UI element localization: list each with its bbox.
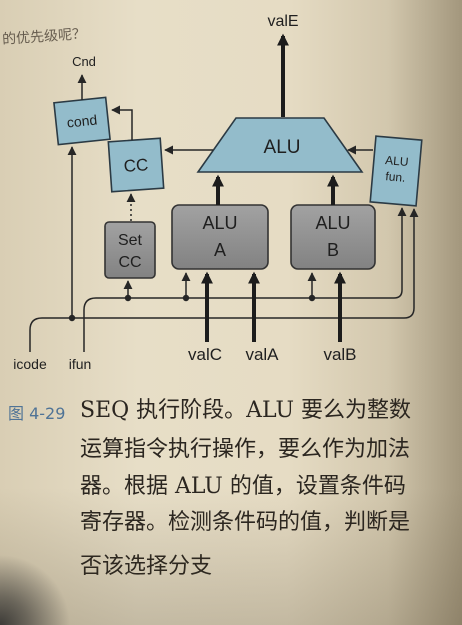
alu-a-block: ALU A [171, 204, 269, 270]
set-cc-label-line1: Set [118, 232, 143, 249]
alu-block: ALU [196, 117, 364, 173]
alu-b-label-line2: B [327, 240, 339, 260]
cc-label: CC [123, 155, 149, 176]
junction-dot-set-cc [124, 294, 132, 302]
alu-a-label-line2: A [214, 240, 226, 260]
seq-execute-diagram: valE ALU ALU fun. CC cond Cnd Set CC ALU… [13, 13, 423, 372]
cnd-output-label: Cnd [72, 54, 96, 69]
junction-dot-cond [68, 314, 76, 322]
alu-fun-label-line2: fun. [385, 169, 406, 185]
alu-a-label-line1: ALU [202, 213, 237, 233]
caption-line-1: SEQ 执行阶段。ALU 要么为整数 [80, 398, 411, 423]
icode-label: icode [13, 356, 47, 372]
alu-fun-label-line1: ALU [385, 153, 409, 169]
caption-line-5: 否该选择分支 [80, 554, 213, 579]
cond-block: cond [53, 96, 111, 146]
alu-label: ALU [264, 137, 301, 158]
figure-number: 图 4-29 [8, 404, 66, 423]
alu-b-block: ALU B [290, 204, 376, 270]
cc-to-cond-wire [111, 105, 133, 140]
set-cc-block: Set CC [104, 221, 156, 279]
cond-label: cond [66, 111, 98, 130]
valc-label: valC [188, 345, 222, 364]
valb-label: valB [323, 345, 356, 364]
caption-line-4: 寄存器。检测条件码的值，判断是 [80, 510, 411, 535]
vala-label: valA [245, 345, 279, 364]
ifun-label: ifun [69, 356, 92, 372]
alu-fun-block: ALU fun. [369, 135, 423, 207]
caption-line-2: 运算指令执行操作，要么作为加法 [80, 437, 411, 462]
junction-dot-alu-b [308, 294, 316, 302]
set-cc-label-line2: CC [118, 254, 141, 271]
caption-line-3: 器。根据 ALU 的值，设置条件码 [80, 474, 406, 499]
vale-output-label: valE [267, 13, 298, 30]
alu-b-label-line1: ALU [315, 213, 350, 233]
cc-block: CC [107, 137, 165, 193]
junction-dot-alu-a [182, 294, 190, 302]
